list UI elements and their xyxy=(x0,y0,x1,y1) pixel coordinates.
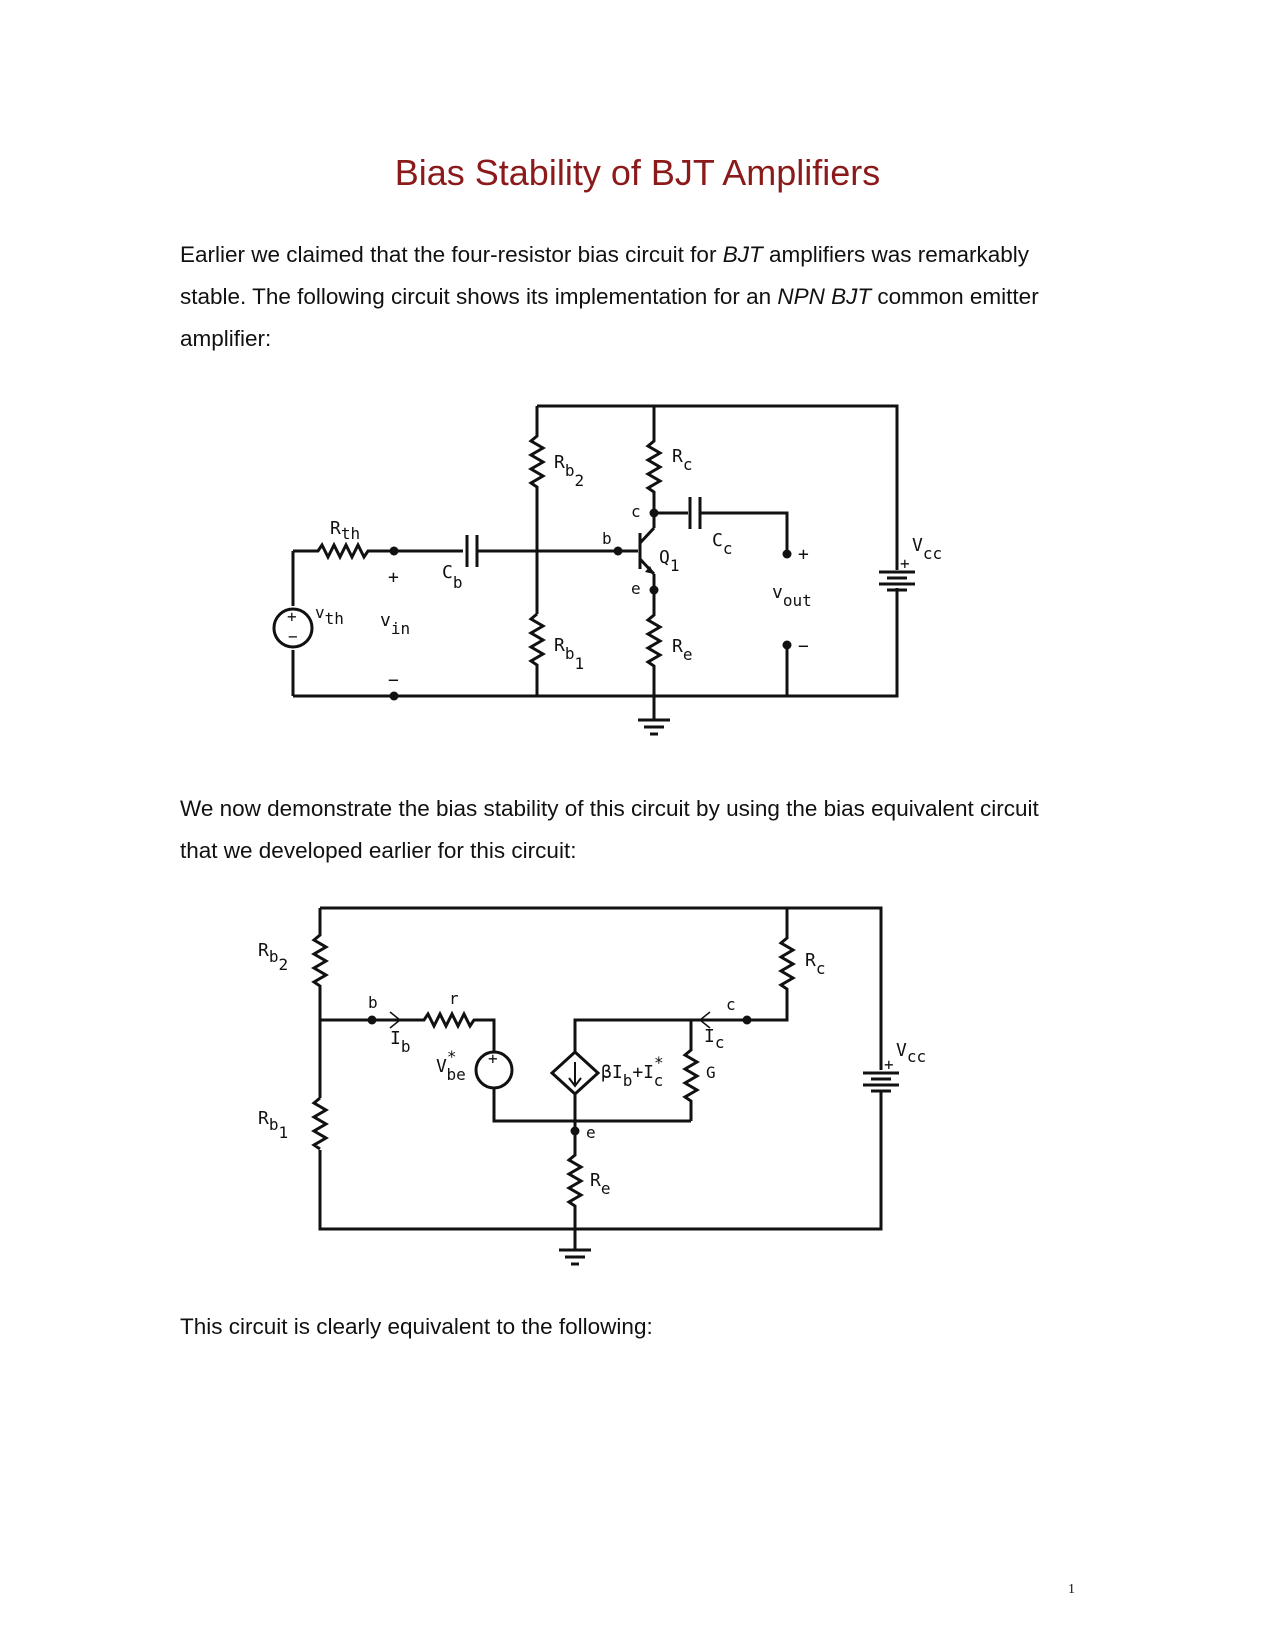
svg-text:+: + xyxy=(900,554,910,573)
page-title: Bias Stability of BJT Amplifiers xyxy=(394,152,881,193)
common-emitter-circuit: Rth + − vth vin Cb Rb2 Rb1 b c e Q1 Rc R… xyxy=(272,404,942,736)
svg-text:−: − xyxy=(798,636,809,657)
svg-text:b: b xyxy=(368,993,378,1012)
svg-text:Rth: Rth xyxy=(330,518,360,543)
svg-text:c: c xyxy=(726,995,736,1014)
para1-text-3: common emitter amplifier: xyxy=(180,284,1039,351)
svg-text:Re: Re xyxy=(672,636,692,664)
equivalent-paragraph: This circuit is clearly equivalent to th… xyxy=(180,1314,653,1339)
svg-text:Rc: Rc xyxy=(805,950,825,978)
para1-text-2: amplifiers was remarkably stable. The fo… xyxy=(180,242,1030,309)
svg-text:Rb2: Rb2 xyxy=(258,940,288,974)
svg-text:+: + xyxy=(884,1055,894,1074)
svg-text:Cc: Cc xyxy=(712,530,732,558)
para1-italic-npn: NPN BJT xyxy=(777,284,872,309)
svg-text:Rb1: Rb1 xyxy=(258,1108,288,1142)
svg-text:e: e xyxy=(631,579,641,598)
vcc-battery-icon-2 xyxy=(863,1071,899,1093)
ground-icon xyxy=(638,718,670,736)
vth-source-icon xyxy=(272,607,314,649)
svg-text:G: G xyxy=(706,1063,716,1082)
svg-text:e: e xyxy=(586,1123,596,1142)
transistor-q1-icon xyxy=(618,526,656,576)
svg-text:βIb+I*c: βIb+I*c xyxy=(601,1053,664,1090)
svg-text:+: + xyxy=(798,544,809,565)
svg-text:Rb2: Rb2 xyxy=(554,452,584,490)
svg-text:Cb: Cb xyxy=(442,562,462,592)
svg-text:r: r xyxy=(449,989,459,1008)
demo-paragraph: We now demonstrate the bias stability of… xyxy=(180,796,1039,863)
svg-text:+: + xyxy=(388,567,399,588)
svg-text:Q1: Q1 xyxy=(659,547,679,575)
para1-italic-bjt: BJT xyxy=(722,242,763,267)
svg-text:Ib: Ib xyxy=(390,1028,410,1056)
svg-text:+: + xyxy=(488,1049,498,1068)
svg-text:vin: vin xyxy=(380,610,410,638)
svg-text:+: + xyxy=(287,607,297,626)
svg-text:vth: vth xyxy=(315,603,344,628)
svg-text:V*be: V*be xyxy=(436,1047,466,1084)
svg-text:Rb1: Rb1 xyxy=(554,635,584,673)
page-number: 1 xyxy=(1068,1582,1075,1597)
svg-text:Ic: Ic xyxy=(704,1026,724,1052)
svg-text:Re: Re xyxy=(590,1170,610,1198)
svg-text:vout: vout xyxy=(772,582,812,610)
svg-text:Vcc: Vcc xyxy=(912,535,942,563)
svg-text:c: c xyxy=(631,502,641,521)
intro-paragraph: Earlier we claimed that the four-resisto… xyxy=(180,234,1060,360)
bias-equivalent-circuit: Rb2 Rb1 b r Ib V*be + βIb+I*c c Ic G Rc … xyxy=(258,906,926,1266)
svg-text:Vcc: Vcc xyxy=(896,1040,926,1066)
vcc-battery-icon xyxy=(879,570,915,592)
ground-icon-2 xyxy=(559,1248,591,1266)
dependent-current-source-icon xyxy=(549,1049,601,1097)
svg-text:Rc: Rc xyxy=(672,446,692,474)
svg-text:−: − xyxy=(388,670,399,691)
svg-text:b: b xyxy=(602,529,612,548)
para1-text-1: Earlier we claimed that the four-resisto… xyxy=(180,242,723,267)
svg-text:−: − xyxy=(288,627,298,646)
